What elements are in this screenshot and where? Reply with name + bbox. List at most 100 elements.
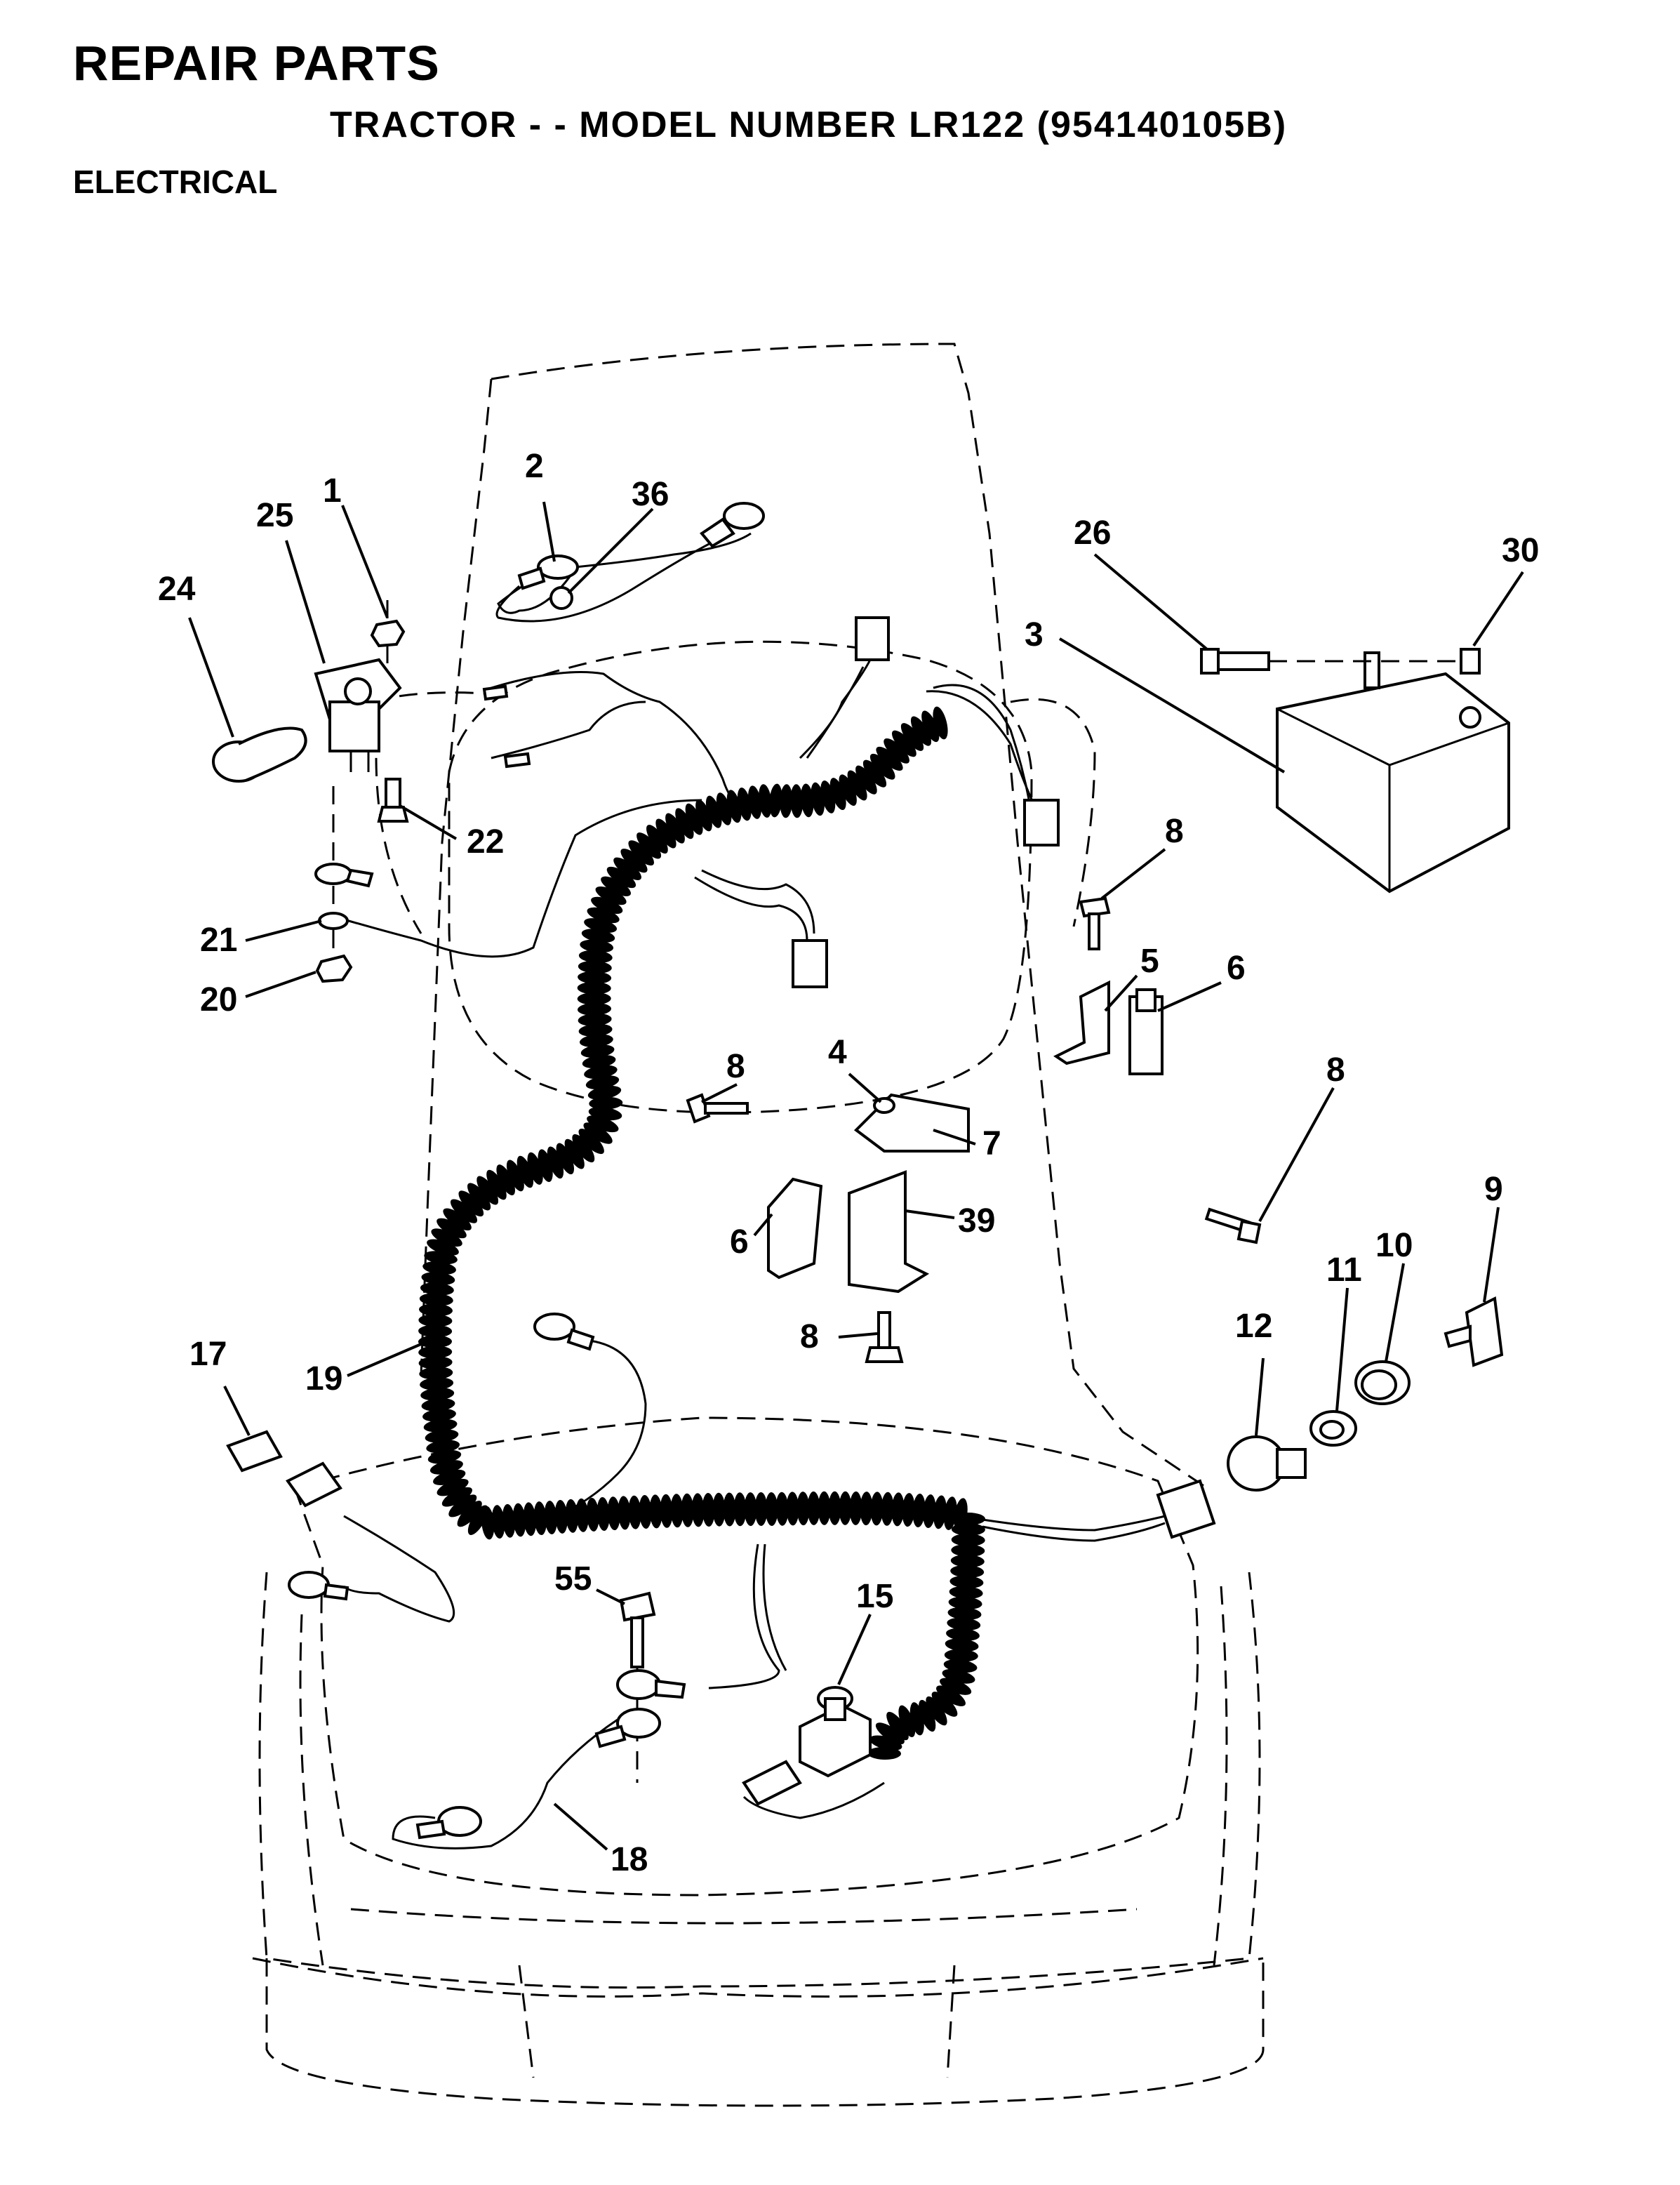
coil-bead — [860, 1492, 873, 1526]
coil-bead — [606, 866, 636, 889]
coil-bead — [419, 1367, 453, 1380]
coil-bead — [936, 1685, 966, 1706]
coil-bead — [580, 1044, 615, 1058]
callout-4: 4 — [828, 1034, 847, 1071]
coil-bead — [467, 1183, 491, 1211]
coil-bead — [933, 1495, 947, 1529]
model-subtitle: TRACTOR - - MODEL NUMBER LR122 (95414010… — [330, 105, 1288, 145]
coil-bead — [620, 849, 648, 873]
coil-bead — [419, 1303, 453, 1317]
coil-bead — [649, 1494, 662, 1529]
coil-bead — [675, 808, 694, 839]
coil-bead — [591, 896, 623, 915]
coil-bead — [716, 792, 732, 825]
callout-10: 10 — [1375, 1227, 1413, 1264]
coil-bead — [685, 803, 703, 835]
callout-24: 24 — [158, 571, 196, 608]
coil-bead — [769, 783, 782, 818]
screw-part-22 — [377, 778, 409, 823]
screw-part-8-right — [1204, 1207, 1262, 1244]
lug-washer-nut-stack — [314, 786, 374, 983]
callout-7: 7 — [982, 1125, 1001, 1162]
ignition-connector — [1156, 1479, 1216, 1539]
coil-bead — [950, 1565, 985, 1578]
coil-bead — [949, 1575, 984, 1588]
callout-39: 39 — [958, 1202, 995, 1240]
coil-bead — [780, 784, 793, 818]
coil-bead — [578, 960, 612, 974]
coil-bead — [884, 738, 909, 764]
coil-bead — [554, 1499, 568, 1534]
coil-bead — [702, 1493, 715, 1527]
callout-8-upper: 8 — [1165, 813, 1184, 850]
coil-bead — [450, 1199, 478, 1223]
callout-19: 19 — [305, 1360, 342, 1397]
coil-bead — [886, 1711, 909, 1741]
coil-bead — [869, 753, 895, 780]
coil-bead — [945, 1638, 979, 1652]
coil-bead — [839, 1491, 852, 1525]
coil-bead — [572, 1134, 595, 1163]
callout-55: 55 — [554, 1560, 592, 1598]
coil-bead — [747, 785, 762, 819]
coil-bead — [900, 723, 924, 751]
callout-8-left: 8 — [726, 1048, 745, 1085]
coil-bead — [754, 1492, 768, 1526]
bezel-ring-part — [1354, 1360, 1411, 1405]
coil-bead — [565, 1499, 578, 1533]
callout-22: 22 — [467, 823, 504, 861]
coil-bead — [867, 1746, 901, 1760]
coil-bead — [705, 795, 722, 828]
starter-solenoid-part — [314, 658, 402, 772]
coil-bead — [892, 730, 916, 757]
screw-part-8-lower — [865, 1311, 904, 1363]
coil-bead — [421, 1398, 455, 1412]
callout-2: 2 — [525, 448, 544, 485]
coil-bead — [512, 1503, 526, 1537]
callout-8-right: 8 — [1326, 1051, 1345, 1089]
coil-bead — [516, 1155, 534, 1188]
nut-part-1 — [370, 600, 406, 663]
coiled-wire-loom — [418, 706, 985, 1760]
coil-bead — [418, 1356, 453, 1369]
coil-bead — [424, 1251, 458, 1265]
screw-part-8-upper — [1079, 896, 1111, 950]
coil-bead — [744, 1492, 757, 1527]
coil-bead — [578, 1023, 613, 1037]
callout-8-lower: 8 — [800, 1318, 819, 1355]
coil-bead — [584, 1065, 618, 1080]
coil-bead — [691, 1493, 705, 1527]
coil-bead — [419, 1293, 453, 1306]
seat-switch-part — [799, 1686, 872, 1778]
coil-bead — [951, 1543, 985, 1558]
coil-bead — [448, 1494, 477, 1517]
switch-part-6-right — [1128, 988, 1164, 1075]
coil-bead — [951, 1522, 985, 1536]
callout-36: 36 — [632, 476, 669, 513]
switch-part-6-left — [767, 1177, 823, 1280]
coil-bead — [587, 1085, 622, 1100]
hood-outline — [491, 343, 1208, 1489]
coil-bead — [607, 1496, 620, 1531]
coil-bead — [589, 1096, 623, 1110]
coil-bead — [421, 1272, 455, 1285]
coil-bead — [947, 1617, 981, 1631]
coil-bead — [646, 825, 668, 854]
coil-bead — [613, 857, 641, 880]
coil-bead — [876, 746, 903, 771]
callout-26: 26 — [1074, 514, 1111, 552]
coil-bead — [847, 770, 867, 801]
coil-bead — [486, 1169, 507, 1200]
callout-25: 25 — [256, 497, 293, 534]
coil-bead — [670, 1494, 684, 1528]
coil-bead — [926, 1696, 947, 1726]
ignition-cap-part — [212, 726, 307, 783]
coil-bead — [578, 1002, 611, 1016]
coil-bead — [912, 1494, 926, 1527]
callout-11: 11 — [1326, 1251, 1362, 1289]
ground-wire-part — [415, 1669, 686, 1840]
coil-bead — [807, 1491, 820, 1525]
coil-bead — [869, 1735, 902, 1751]
coil-bead — [556, 1143, 575, 1175]
coil-bead — [660, 1494, 673, 1528]
